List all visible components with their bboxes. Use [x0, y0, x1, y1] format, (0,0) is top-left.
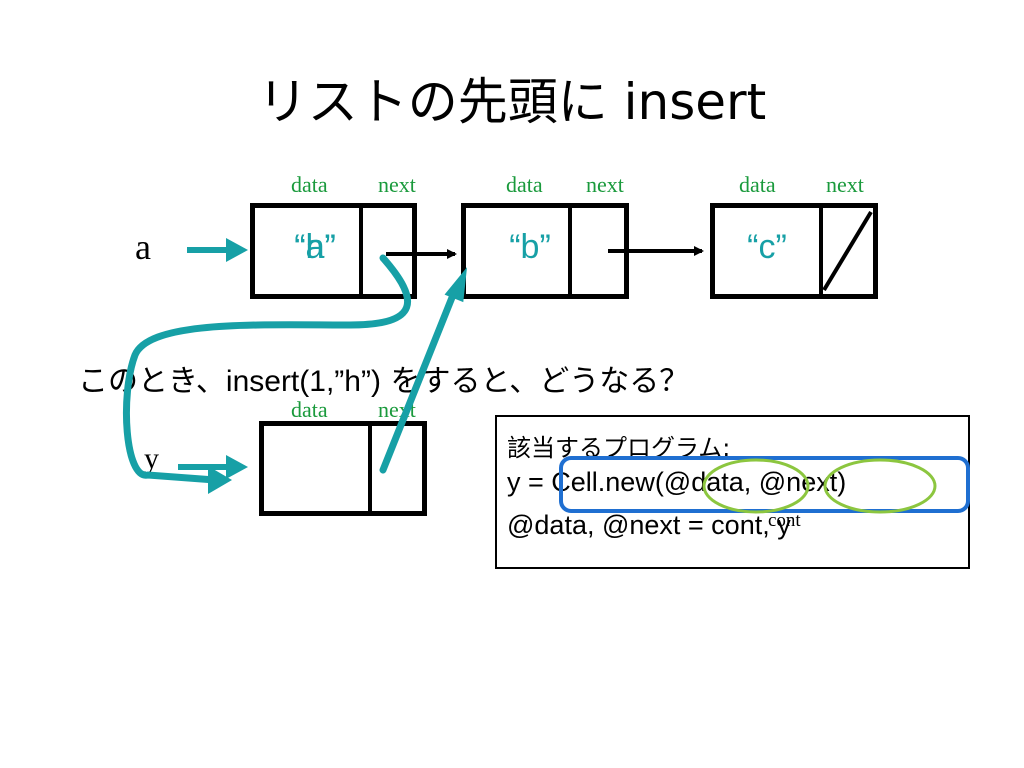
program-line-2: @data, @next = cont, y — [507, 510, 791, 540]
question-text: このとき、insert(1,”h”) をすると、どうなる？ — [78, 356, 689, 400]
variable-y: y — [144, 442, 159, 475]
cell-a-value: “a” — [294, 228, 336, 266]
slide-title: リストの先頭に insert — [257, 73, 767, 131]
cell1-data-label: data — [291, 172, 328, 197]
question-code: insert(1,”h”) — [225, 365, 381, 398]
variable-a: a — [135, 227, 151, 267]
cell-c-value: “c” — [747, 228, 787, 266]
cell3-data-label: data — [739, 172, 776, 197]
program-line-1: y = Cell.new(@data, @next) — [507, 467, 847, 497]
program-heading: 該当するプログラム: — [507, 434, 731, 462]
cell3-next-label: next — [826, 172, 864, 197]
question-suffix: をすると、どうなる？ — [380, 364, 690, 399]
cell2-data-label: data — [506, 172, 543, 197]
program-annotation: cont — [768, 510, 801, 531]
cell2-next-label: next — [586, 172, 624, 197]
cell-b-value: “b” — [509, 228, 551, 266]
new-cell-data-label: data — [291, 397, 328, 422]
new-cell-next-label: next — [378, 397, 416, 422]
cell1-next-label: next — [378, 172, 416, 197]
new-list-cell — [259, 421, 427, 516]
question-prefix: このとき、 — [78, 364, 226, 399]
